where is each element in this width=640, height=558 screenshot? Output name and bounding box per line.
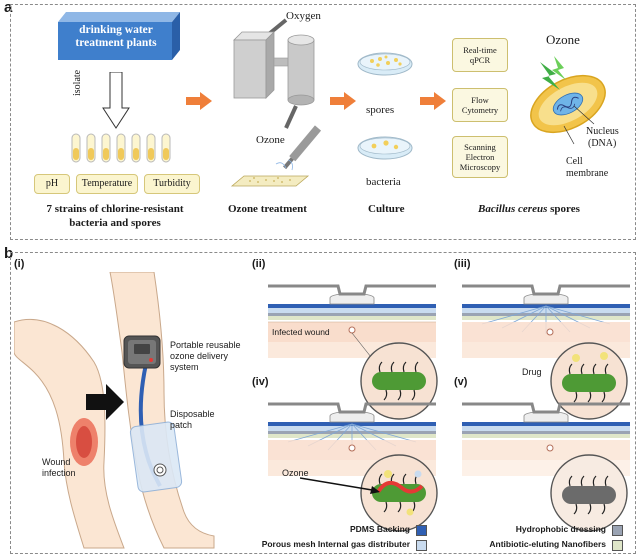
culture-caption: Culture xyxy=(368,203,405,215)
patch-label-line1: Disposable xyxy=(170,409,215,419)
infected-wound-label: Infected wound xyxy=(272,327,330,337)
patch-label-line2: patch xyxy=(170,420,193,430)
method-sem-line1: Scanning xyxy=(464,142,496,152)
magnified-bacteria-iv xyxy=(360,454,438,532)
ozone-generator xyxy=(230,18,322,187)
membrane-label-line2: membrane xyxy=(566,168,609,179)
method-qpcr-line1: Real-time xyxy=(463,45,497,55)
method-qpcr-line2: qPCR xyxy=(469,55,491,65)
isolate-arrow xyxy=(102,72,130,129)
method-flow-line1: Flow xyxy=(471,95,489,105)
arms-illustration xyxy=(14,272,215,549)
magnified-bacteria-ii xyxy=(360,342,438,420)
bacillus-spore-cell xyxy=(530,56,606,145)
param-turbidity: Turbidity xyxy=(144,174,200,194)
method-sem: Scanning Electron Microscopy xyxy=(452,136,508,178)
isolate-label: isolate xyxy=(72,69,83,96)
legend-hydrophobic-swatch xyxy=(612,525,623,536)
magnified-bacteria-v xyxy=(550,454,628,532)
strains-caption-line2: bacteria and spores xyxy=(69,217,161,229)
strains-caption-line1: 7 strains of chlorine-resistant xyxy=(46,203,184,215)
oxygen-label: Oxygen xyxy=(286,10,321,22)
legend-mesh-swatch xyxy=(416,540,427,551)
ozone-treatment-caption: Ozone treatment xyxy=(228,203,307,215)
device-label-line1: Portable reusable xyxy=(170,340,241,350)
nucleus-label-line1: Nucleus xyxy=(586,126,619,137)
spores-caption: Bacillus cereus spores xyxy=(478,203,580,215)
method-sem-line3: Microscopy xyxy=(459,162,501,172)
legend-hydrophobic-label: Hydrophobic dressing xyxy=(515,524,606,534)
panel-b-frame xyxy=(10,252,636,554)
ozone-pointer-arrow xyxy=(300,477,380,494)
membrane-label-line1: Cell xyxy=(566,156,583,167)
method-flow-line2: Cytometry xyxy=(461,105,499,115)
treatment-plant-label: drinking water treatment plants xyxy=(75,24,157,49)
panel-a-letter: a xyxy=(4,0,13,16)
legend-pdms-label: PDMS Backing xyxy=(350,524,410,534)
spores-label: spores xyxy=(366,104,395,116)
schematic-iii xyxy=(462,284,630,358)
drug-label: Drug xyxy=(522,367,542,377)
legend-nanofibers-swatch xyxy=(612,540,623,551)
spores-caption-rest: spores xyxy=(547,203,580,215)
panel-a-frame xyxy=(10,4,636,240)
subpanel-i: (i) xyxy=(14,258,25,270)
ozone-gen-label: Ozone xyxy=(256,134,285,146)
panel-b-letter: b xyxy=(4,245,14,262)
param-ph: pH xyxy=(34,174,70,194)
petri-dish-spores xyxy=(357,52,413,76)
magnified-bacteria-iii xyxy=(550,342,628,420)
cell-ozone-label: Ozone xyxy=(546,32,580,47)
nucleus-label-line2: (DNA) xyxy=(588,138,617,149)
wound-label-line2: infection xyxy=(42,468,76,478)
bacteria-label: bacteria xyxy=(366,176,401,188)
flow-arrow-1 xyxy=(186,92,212,110)
legend-nanofibers-label: Antibiotic-eluting Nanofibers xyxy=(489,539,606,549)
wound-label-line1: Wound xyxy=(42,457,71,467)
method-flow-cytometry: Flow Cytometry xyxy=(452,88,508,122)
test-tubes xyxy=(71,133,171,163)
legend-mesh-label: Porous mesh Internal gas distributer xyxy=(261,539,410,549)
legend-pdms-swatch xyxy=(416,525,427,536)
method-qpcr: Real-time qPCR xyxy=(452,38,508,72)
flow-arrow-2 xyxy=(330,92,356,110)
treatment-plant-box xyxy=(58,12,180,60)
petri-dish-bacteria xyxy=(357,136,413,160)
device-label-line2: ozone delivery xyxy=(170,351,229,361)
subpanel-iii: (iii) xyxy=(454,258,471,270)
subpanel-v: (v) xyxy=(454,376,468,388)
method-sem-line2: Electron xyxy=(465,152,495,162)
ozone-label-iv: Ozone xyxy=(282,468,309,478)
subpanel-iv: (iv) xyxy=(252,376,269,388)
device-label-line3: system xyxy=(170,362,199,372)
flow-arrow-3 xyxy=(420,92,446,110)
spores-caption-species: Bacillus cereus xyxy=(478,203,548,215)
subpanel-ii: (ii) xyxy=(252,258,266,270)
param-temperature: Temperature xyxy=(76,174,138,194)
